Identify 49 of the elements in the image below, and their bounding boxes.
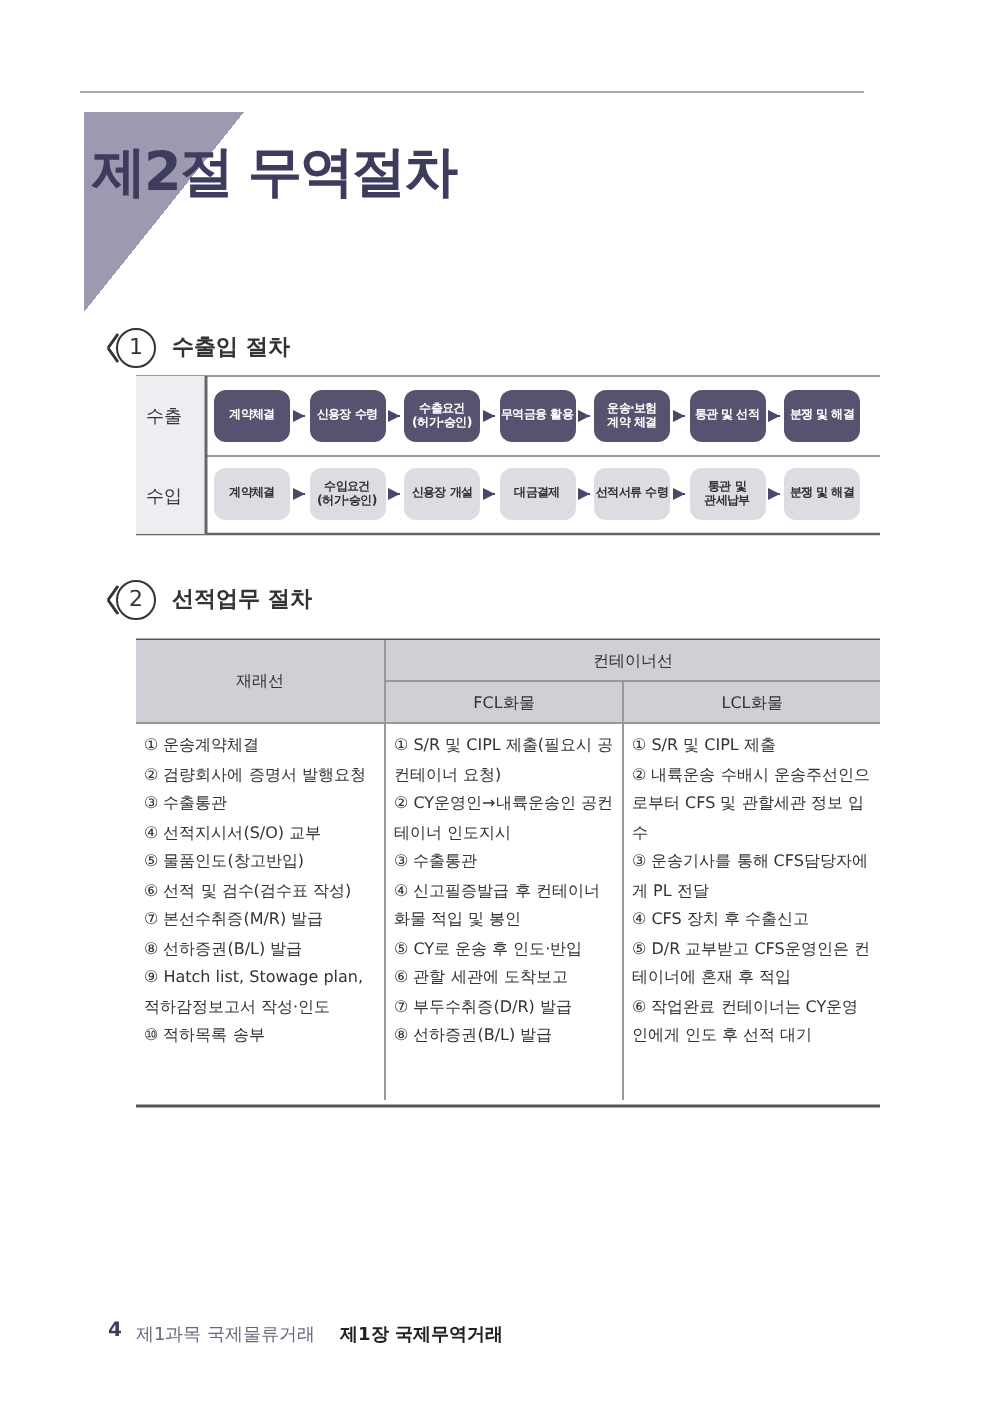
list-item: ⑧ 선하증권(B/L) 발급 [394, 1024, 555, 1048]
arrow [388, 410, 401, 422]
arrow [673, 488, 686, 500]
table-header-cell: LCL화물 [623, 681, 880, 723]
list-item: ③ 운송기사를 통해 CFS담당자에게 PL 전달 [632, 850, 870, 903]
list-item: ⑩ 적하목록 송부 [144, 1024, 267, 1048]
arrow [768, 488, 781, 500]
section-number: 2 [116, 580, 156, 620]
section-heading: 선적업무 절차 [172, 584, 312, 614]
table-header-cell: 컨테이너선 [385, 640, 880, 681]
list-item: ⑦ 부두수취증(D/R) 발급 [394, 995, 574, 1019]
arrow [768, 410, 781, 422]
arrow [388, 488, 401, 500]
page-number: 4 [108, 1320, 122, 1342]
list-item: ① S/R 및 CIPL 제출(필요시 공컨테이너 요청) [394, 734, 614, 787]
section-number: 1 [116, 328, 156, 368]
arrow [293, 410, 306, 422]
list-item: ② CY운영인→내륙운송인 공컨테이너 인도지시 [394, 792, 614, 845]
list-item: ⑤ CY로 운송 후 인도·반입 [394, 937, 585, 961]
list-item: ④ 선적지시서(S/O) 교부 [144, 821, 324, 845]
table-header-cell: 재래선 [136, 640, 385, 723]
list-item: ⑦ 본선수취증(M/R) 발급 [144, 908, 326, 932]
arrow [578, 488, 591, 500]
list-item: ② 내륙운송 수배시 운송주선인으로부터 CFS 및 관할세관 정보 입수 [632, 763, 872, 845]
arrow [293, 488, 306, 500]
list-item: ④ CFS 장치 후 수출신고 [632, 908, 811, 932]
list-item: ⑥ 선적 및 검수(검수표 작성) [144, 879, 354, 903]
list-item: ③ 수출통관 [144, 792, 230, 816]
footer-text: 제1장 국제무역거래 [340, 1324, 503, 1348]
list-item: ⑤ 물품인도(창고반입) [144, 850, 306, 874]
list-item: ⑨ Hatch list, Stowage plan, 적하감정보고서 작성·인도 [144, 966, 366, 1019]
footer-text: 제1과목 국제물류거래 [136, 1324, 316, 1348]
section-heading: 수출입 절차 [172, 332, 290, 362]
list-item: ⑥ 관할 세관에 도착보고 [394, 966, 570, 990]
list-item: ⑧ 선하증권(B/L) 발급 [144, 937, 305, 961]
arrow [578, 410, 591, 422]
list-item: ⑤ D/R 교부받고 CFS운영인은 컨테이너에 혼재 후 적입 [632, 937, 872, 990]
arrow [483, 488, 496, 500]
list-item: ④ 신고필증발급 후 컨테이너화물 적입 및 봉인 [394, 879, 602, 932]
list-item: ⑥ 작업완료 컨테이너는 CY운영인에게 인도 후 선적 대기 [632, 995, 861, 1048]
list-item: ① S/R 및 CIPL 제출 [632, 734, 778, 758]
list-item: ② 검량회사에 증명서 발행요청 [144, 763, 368, 787]
arrow [673, 410, 686, 422]
row-label: 수입 [146, 486, 182, 510]
table-header-cell: FCL화물 [385, 681, 623, 723]
row-label: 수출 [146, 406, 182, 430]
arrow [483, 410, 496, 422]
list-item: ① 운송계약체결 [144, 734, 262, 758]
list-item: ③ 수출통관 [394, 850, 480, 874]
